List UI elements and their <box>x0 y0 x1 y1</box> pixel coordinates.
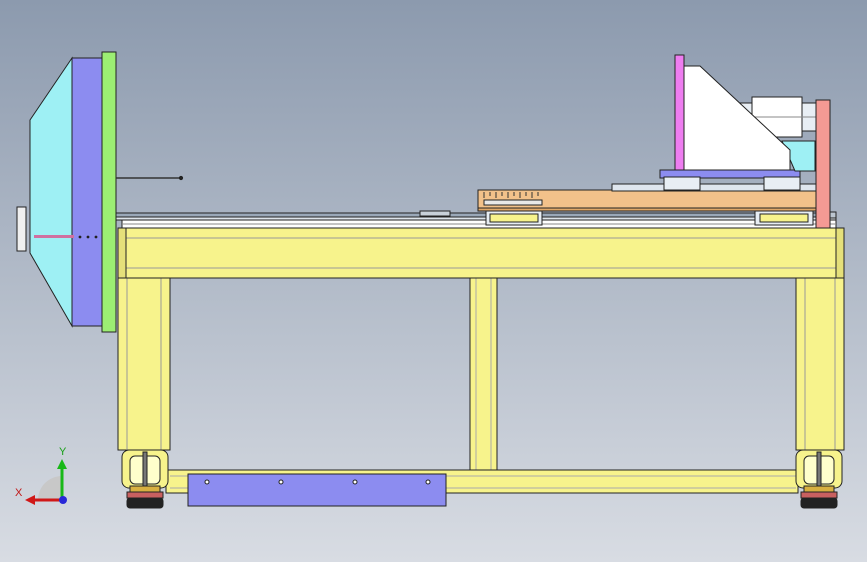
right-bracket-assembly <box>674 54 837 229</box>
right-leveling-foot <box>795 449 843 509</box>
z-axis-dot <box>59 496 67 504</box>
carriage-assembly <box>477 169 819 226</box>
green-flange <box>101 51 117 333</box>
left-hood-assembly <box>16 51 184 333</box>
hood-end-cap <box>16 206 27 252</box>
hood-shaft <box>34 235 74 238</box>
linear-rail <box>115 210 837 229</box>
y-axis-label: Y <box>59 446 67 458</box>
bottom-blue-plate <box>187 473 447 507</box>
blue-hood-panel <box>71 57 103 327</box>
top-beam <box>117 227 845 279</box>
main-frame <box>117 227 845 507</box>
left-leveling-foot <box>121 449 169 509</box>
magenta-plate <box>674 54 685 171</box>
center-post <box>469 277 498 471</box>
salmon-post <box>815 99 831 229</box>
coordinate-triad[interactable]: Y X <box>15 446 67 505</box>
probe-tip <box>178 175 184 181</box>
cyan-guard <box>781 140 816 172</box>
x-axis-label: X <box>15 487 23 499</box>
